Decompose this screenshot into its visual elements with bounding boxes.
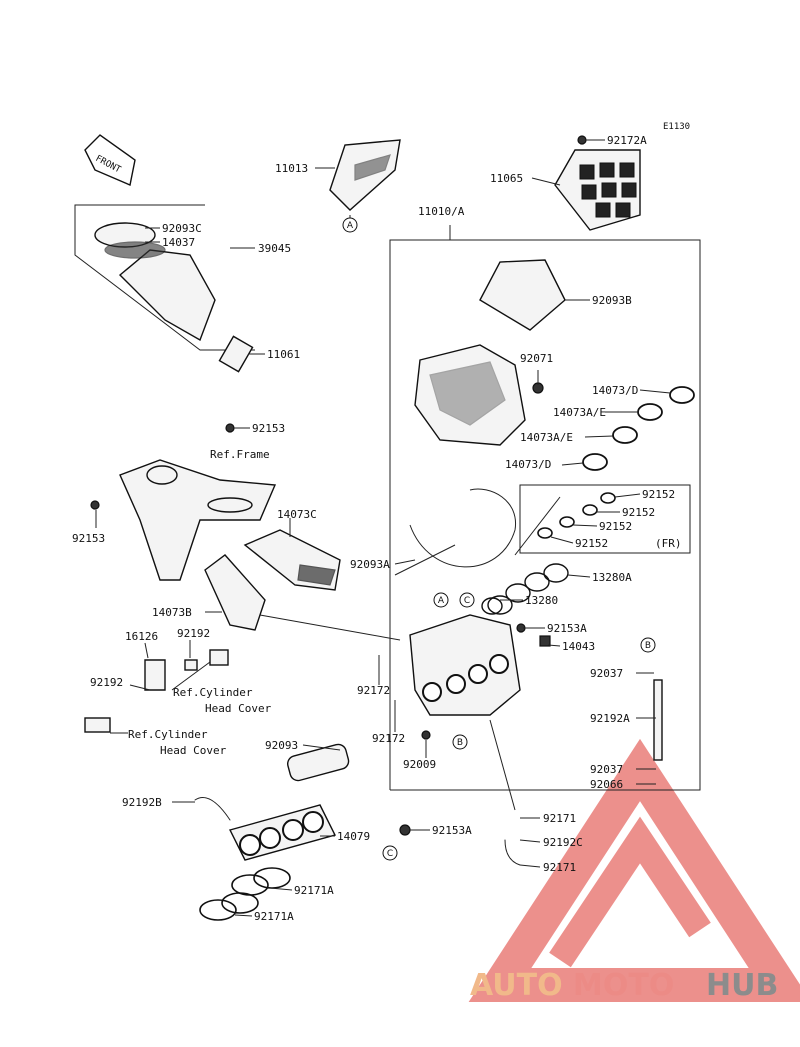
label-11013: 11013: [275, 162, 308, 175]
callout-a-mid: A: [433, 592, 449, 608]
label-92171-1: 92171: [543, 812, 576, 825]
label-ref-cyl-2: Ref.Cylinder: [128, 728, 208, 741]
hose-92192B: [194, 797, 231, 821]
label-14073AE-2: 14073A/E: [520, 431, 573, 444]
hose-92192C: [504, 839, 521, 866]
label-39045: 39045: [258, 242, 291, 255]
svg-text:B: B: [457, 738, 463, 748]
label-92037-bottom: 92037: [590, 763, 623, 776]
label-92171-2: 92171: [543, 861, 576, 874]
label-92152-2: 92152: [622, 506, 655, 519]
label-92192A: 92192A: [590, 712, 630, 725]
label-11065: 11065: [490, 172, 523, 185]
duct-14073B: [204, 554, 266, 631]
watermark-auto: AUTO: [470, 968, 563, 1003]
label-92172-1: 92172: [357, 684, 390, 697]
label-14073B: 14073B: [152, 606, 192, 619]
callouts: A A C B B C: [342, 217, 656, 861]
svg-text:B: B: [645, 641, 651, 651]
housing-11010: [414, 344, 526, 446]
label-92153-left: 92153: [72, 532, 105, 545]
label-92172-2: 92172: [372, 732, 405, 745]
label-92153A-top: 92153A: [547, 622, 587, 635]
label-14073AE-1: 14073A/E: [553, 406, 606, 419]
label-14037: 14037: [162, 236, 195, 249]
callout-b-mid: B: [452, 734, 468, 750]
label-92071: 92071: [520, 352, 553, 365]
label-92171A-1: 92171A: [294, 884, 334, 897]
vacuum-valve-16126: [144, 659, 166, 691]
seal-92093A: [409, 488, 516, 568]
pad-92093: [287, 743, 350, 782]
svg-text:C: C: [387, 849, 393, 859]
label-16126: 16126: [125, 630, 158, 643]
watermark-moto: MOTO: [573, 968, 674, 1003]
hose-92192A: [653, 679, 663, 761]
label-92192-2: 92192: [90, 676, 123, 689]
diagram-code: E1130: [663, 122, 690, 132]
front-arrow: FRONT: [84, 134, 136, 186]
label-92172A: 92172A: [607, 134, 647, 147]
frame-section: [119, 459, 277, 581]
watermark-text: AUTO MOTO HUB: [470, 968, 778, 1003]
label-92192B: 92192B: [122, 796, 162, 809]
group-frames: [74, 204, 701, 791]
label-92093B: 92093B: [592, 294, 632, 307]
callout-c-mid: C: [459, 592, 475, 608]
label-92153A-bottom: 92153A: [432, 824, 472, 837]
label-14073D-top: 14073/D: [592, 384, 638, 397]
svg-text:A: A: [347, 221, 354, 231]
label-92152-3: 92152: [599, 520, 632, 533]
label-head-cover-2: Head Cover: [160, 744, 227, 757]
label-14073C: 14073C: [277, 508, 317, 521]
part-sketches: [84, 135, 695, 921]
label-92152-4: 92152: [575, 537, 608, 550]
watermark-hub: HUB: [706, 968, 778, 1003]
label-92192C: 92192C: [543, 836, 583, 849]
svg-text:A: A: [438, 596, 445, 606]
label-head-cover-1: Head Cover: [205, 702, 272, 715]
label-11061: 11061: [267, 348, 300, 361]
label-14043: 14043: [562, 640, 595, 653]
label-13280A: 13280A: [592, 571, 632, 584]
watermark-triangle: [468, 738, 800, 1002]
label-ref-frame: Ref.Frame: [210, 448, 270, 461]
label-92066: 92066: [590, 778, 623, 791]
part-labels: E1130 92172A 11013 11065 11010/A 92093C …: [72, 122, 690, 923]
label-14079: 14079: [337, 830, 370, 843]
label-92037-top: 92037: [590, 667, 623, 680]
callout-a-top: A: [342, 217, 358, 233]
label-ref-cyl-1: Ref.Cylinder: [173, 686, 253, 699]
svg-text:C: C: [464, 596, 470, 606]
label-11010A: 11010/A: [418, 205, 465, 218]
callout-b-right: B: [640, 637, 656, 653]
label-92093A: 92093A: [350, 558, 390, 571]
label-fr: (FR): [655, 537, 682, 550]
intake-39045: [118, 249, 216, 342]
watermark-logo: [468, 738, 800, 1002]
label-92192-1: 92192: [177, 627, 210, 640]
label-13280: 13280: [525, 594, 558, 607]
watermark-m-shape: [549, 816, 711, 968]
callout-c-bottom: C: [382, 845, 398, 861]
label-14073D-bottom: 14073/D: [505, 458, 551, 471]
label-92009: 92009: [403, 758, 436, 771]
seal-92093B: [479, 259, 566, 331]
label-92152-1: 92152: [642, 488, 675, 501]
label-92093C: 92093C: [162, 222, 202, 235]
label-92093: 92093: [265, 739, 298, 752]
gasket-11061: [218, 335, 254, 373]
leader-lines: [95, 139, 671, 917]
label-92171A-2: 92171A: [254, 910, 294, 923]
label-92153-top: 92153: [252, 422, 285, 435]
